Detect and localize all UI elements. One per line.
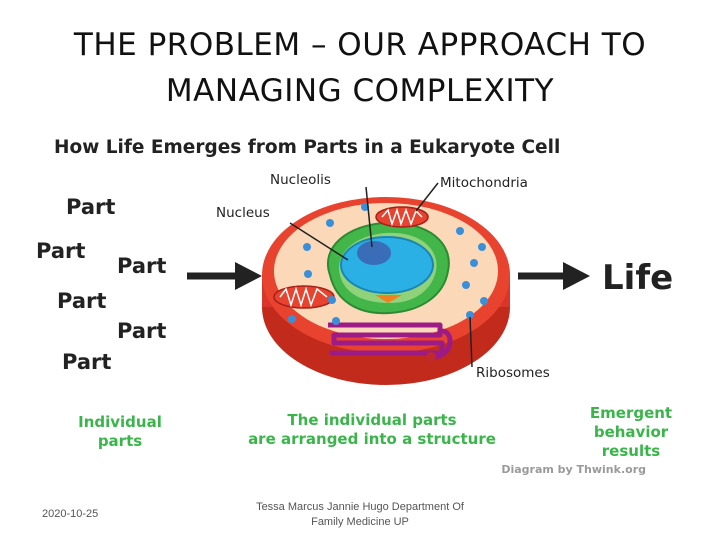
title-line-2: MANAGING COMPLEXITY — [165, 73, 555, 109]
ribosomes — [288, 203, 488, 325]
nucleus-label: Nucleus — [216, 205, 270, 221]
mitochondrion — [375, 206, 429, 228]
eukaryote-cell-diagram: How Life Emerges from Parts in a Eukaryo… — [36, 137, 673, 476]
nucleolus — [357, 241, 391, 265]
title-line-1: THE PROBLEM – OUR APPROACH TO — [73, 27, 647, 63]
nucleolis-label: Nucleolis — [270, 172, 331, 188]
caption-emergent-line2: behavior — [594, 423, 669, 441]
caption-arranged-line2: are arranged into a structure — [248, 430, 496, 448]
life-label: Life — [602, 258, 673, 298]
nucleus-pointer — [289, 222, 349, 261]
part-label: Part — [66, 195, 115, 219]
arrow-cell-to-life — [518, 262, 590, 290]
arrow-parts-to-cell — [187, 262, 262, 290]
diagram-credit: Diagram by Thwink.org — [501, 463, 646, 476]
golgi-apparatus — [328, 322, 445, 356]
caption-individual-line2: parts — [98, 432, 142, 450]
part-label: Part — [117, 319, 166, 343]
footer-credit-line1: Tessa Marcus Jannie Hugo Department Of — [256, 501, 464, 513]
footer-credit: Tessa Marcus Jannie Hugo Department Of F… — [240, 500, 480, 530]
caption-emergent-line3: results — [602, 442, 660, 460]
nucleolis-pointer — [365, 186, 373, 248]
ribosomes-pointer — [469, 316, 473, 368]
ribosomes-label: Ribosomes — [476, 365, 550, 381]
cell-illustration — [262, 197, 510, 385]
part-label: Part — [117, 254, 166, 278]
caption-arranged-line1: The individual parts — [287, 411, 456, 429]
caption-emergent-line1: Emergent — [590, 404, 672, 422]
footer-date: 2020-10-25 — [42, 508, 99, 520]
part-label: Part — [62, 350, 111, 374]
slide-title: THE PROBLEM – OUR APPROACH TO MANAGING C… — [30, 22, 690, 114]
mitochondrion — [273, 285, 335, 309]
mitochondria-label: Mitochondria — [440, 175, 528, 191]
footer-credit-line2: Family Medicine UP — [311, 516, 409, 528]
part-label: Part — [36, 239, 85, 263]
mitochondria-pointer — [415, 182, 439, 212]
caption-individual-line1: Individual — [78, 413, 162, 431]
diagram-heading: How Life Emerges from Parts in a Eukaryo… — [54, 137, 560, 158]
part-label: Part — [57, 289, 106, 313]
